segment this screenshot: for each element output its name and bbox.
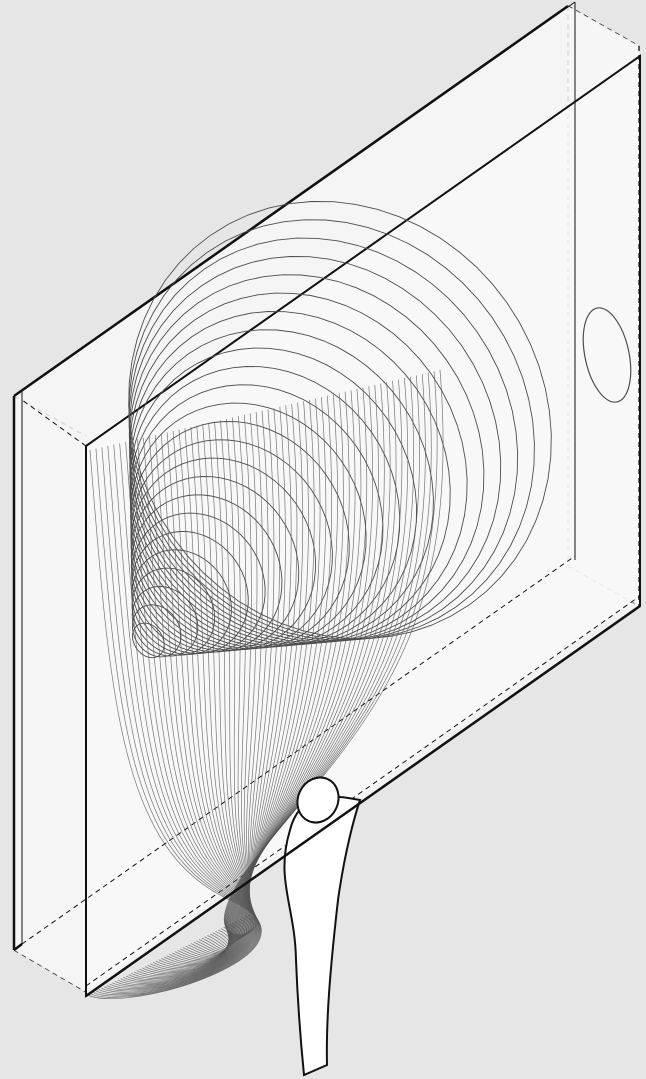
sheet-line	[142, 422, 252, 975]
contour-ring	[131, 549, 232, 655]
sheet-line	[112, 437, 257, 988]
sheet-line	[128, 429, 254, 981]
front-panel-dashed-ledge-3	[85, 595, 641, 987]
sheet-line	[226, 380, 397, 942]
contour-ring	[130, 476, 300, 652]
contour-ring	[131, 604, 182, 658]
sheet-line	[95, 445, 261, 996]
contour-ring	[129, 311, 451, 644]
contour-ring	[130, 457, 317, 651]
sheet-line	[101, 443, 259, 993]
sheet-line	[207, 390, 356, 949]
contour-ring	[130, 402, 367, 649]
contour-ring	[131, 512, 266, 654]
sheet-line	[90, 448, 262, 998]
sheet-line	[125, 430, 255, 982]
sheet-line	[212, 387, 368, 947]
stem-blade	[283, 795, 362, 1077]
sheet-line	[223, 369, 444, 936]
contour-ring	[128, 201, 552, 639]
rear-ellipse	[582, 307, 632, 403]
sheet-line	[204, 391, 350, 950]
sheet-line	[223, 382, 391, 943]
sheet-line	[104, 441, 259, 992]
sheet-line	[123, 432, 255, 983]
sheet-line	[87, 449, 262, 999]
front-panel-dashed-ledge	[21, 555, 576, 945]
contour-ring	[128, 256, 502, 642]
contour-ring	[130, 421, 350, 649]
sheet-line	[114, 436, 257, 987]
sheet-line	[106, 440, 258, 991]
contour-ring	[129, 384, 384, 648]
contour-ring	[131, 586, 199, 657]
sheet-line	[93, 447, 261, 997]
contour-ring	[129, 292, 468, 644]
contour-ring	[128, 219, 535, 640]
contour-ring	[129, 347, 418, 646]
front-panel-bottom-edge	[85, 604, 641, 998]
stem-ellipse	[296, 776, 340, 824]
sheet-line	[131, 428, 254, 979]
front-panel-dashed-ledge-2	[21, 399, 87, 447]
contour-ring	[130, 439, 333, 650]
sheet-line	[139, 424, 252, 976]
sheet-line	[220, 383, 385, 944]
contour-field	[128, 201, 552, 659]
sheet-line	[133, 426, 253, 978]
front-panel-bottom-left	[13, 943, 23, 951]
front-panel-thickness-top	[13, 4, 569, 398]
contour-ring	[129, 329, 434, 645]
sheet-line	[158, 414, 252, 967]
contour-ring	[131, 531, 249, 654]
sheet-line	[209, 388, 362, 948]
curling-sheet	[87, 369, 444, 999]
sheet-line	[218, 384, 379, 945]
contour-ring	[129, 366, 401, 647]
contour-ring	[128, 237, 519, 641]
sheet-line	[227, 379, 403, 941]
front-panel-top-inner	[21, 1, 576, 392]
sheet-line	[120, 433, 256, 984]
sheet-line	[136, 425, 253, 977]
sheet-line	[117, 435, 256, 986]
sheet-line	[98, 444, 260, 994]
contour-ring	[128, 274, 485, 643]
sheet-line	[215, 386, 373, 946]
